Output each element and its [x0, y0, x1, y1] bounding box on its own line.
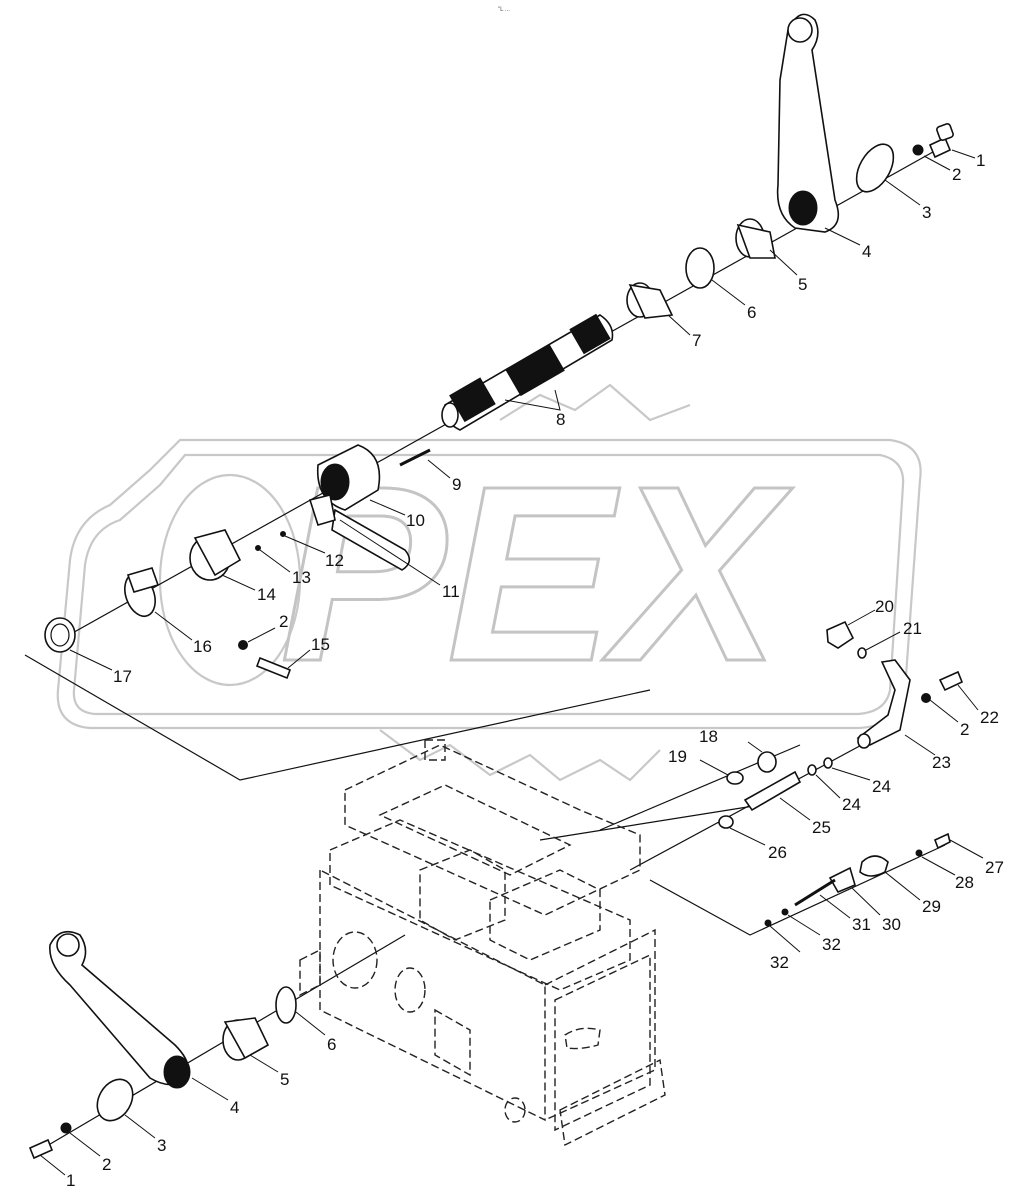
part-2-washer-right — [921, 693, 931, 703]
label: 17 — [113, 667, 132, 686]
leader-lines — [39, 149, 984, 1176]
label: 2 — [279, 612, 288, 631]
part-17-bushing — [44, 617, 76, 653]
part-8-shaft — [441, 313, 614, 431]
part-31-spring-bolt — [794, 878, 836, 907]
label: 25 — [812, 818, 831, 837]
part-2-washer-upper — [912, 144, 924, 156]
label: 3 — [157, 1136, 166, 1155]
label: 16 — [193, 637, 212, 656]
label: 4 — [230, 1098, 239, 1117]
label: 23 — [932, 753, 951, 772]
label: 28 — [955, 873, 974, 892]
part-14-bushing — [189, 529, 242, 581]
label: 15 — [311, 635, 330, 654]
label: 32 — [822, 935, 841, 954]
part-7-bushing — [626, 282, 674, 319]
label: 2 — [952, 165, 961, 184]
part-1-bolt-upper — [928, 123, 954, 159]
label: 2 — [960, 720, 969, 739]
part-19-ring — [726, 771, 744, 785]
label: 5 — [798, 275, 807, 294]
part-4-lever-lower — [49, 930, 191, 1089]
label: 11 — [442, 582, 460, 601]
part-18-plug — [757, 751, 777, 773]
label: 8 — [556, 410, 565, 429]
part-6-ring-upper — [685, 247, 715, 289]
label: 31 — [852, 915, 871, 934]
part-27-bolt — [933, 832, 951, 850]
part-12-13-balls — [255, 531, 286, 551]
label: 6 — [747, 303, 756, 322]
part-23-crank — [856, 659, 911, 749]
label: 1 — [66, 1171, 75, 1190]
part-15-bolt — [255, 656, 292, 680]
part-10-sleeve — [316, 444, 381, 511]
label: 21 — [903, 619, 922, 638]
part-20-nut — [826, 620, 855, 649]
watermark: PEX — [56, 383, 922, 782]
header-tiny-text: "L ... — [498, 7, 510, 13]
part-32-washers — [764, 908, 789, 927]
label: 18 — [699, 727, 718, 746]
label: 9 — [452, 475, 461, 494]
label: 27 — [985, 858, 1004, 877]
part-16-clamp — [124, 567, 160, 618]
part-22-bolt — [938, 670, 964, 692]
label: 6 — [327, 1035, 336, 1054]
label: 5 — [280, 1070, 289, 1089]
label: 29 — [922, 897, 941, 916]
part-6-ring-lower — [275, 986, 297, 1024]
part-26-ring — [718, 815, 734, 829]
part-3-disc-lower — [96, 1078, 134, 1122]
label: 24 — [872, 777, 891, 796]
label: 2 — [102, 1155, 111, 1174]
part-29-plate — [859, 855, 889, 877]
label: 20 — [875, 597, 894, 616]
part-24-rings — [807, 757, 833, 776]
part-1-bolt-lower — [28, 1138, 54, 1160]
part-5-bushing-lower — [222, 1017, 270, 1061]
label: 7 — [692, 331, 701, 350]
part-25-rod — [743, 770, 802, 812]
part-2-washer-mid — [238, 640, 248, 650]
label: 22 — [980, 708, 999, 727]
part-4-lever-upper — [776, 13, 840, 233]
label: 14 — [257, 585, 276, 604]
part-2-washer-lower — [60, 1122, 72, 1134]
label: 26 — [768, 843, 787, 862]
label: 30 — [882, 915, 901, 934]
label: 19 — [668, 747, 687, 766]
part-5-bushing-upper — [735, 218, 776, 259]
label: 13 — [292, 568, 311, 587]
part-9-pin — [399, 448, 431, 467]
label: 4 — [862, 242, 871, 261]
label: 12 — [325, 551, 344, 570]
part-28-washer — [915, 849, 923, 857]
part-21-washer — [857, 647, 867, 659]
label: 10 — [406, 511, 425, 530]
label: 1 — [976, 151, 985, 170]
part-30-fork — [828, 866, 856, 894]
gearbox-housing — [299, 739, 666, 1147]
label: 32 — [770, 953, 789, 972]
label: 3 — [922, 203, 931, 222]
part-3-disc-upper — [855, 143, 895, 193]
part-labels: 1 2 3 4 5 6 7 8 9 10 11 12 13 14 2 15 16… — [66, 151, 1004, 1190]
label: 24 — [842, 795, 861, 814]
